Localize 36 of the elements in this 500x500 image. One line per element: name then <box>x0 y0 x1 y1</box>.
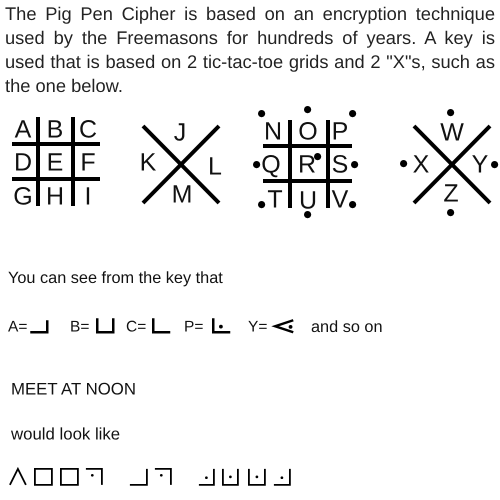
key-letter: T <box>267 188 283 212</box>
key-letter: O <box>298 120 318 144</box>
key-letter: Y <box>472 152 488 178</box>
key-letter: V <box>332 188 348 212</box>
equation-label: Y= <box>248 319 268 335</box>
key-letter: B <box>46 118 64 142</box>
body-text: would look like <box>11 426 120 444</box>
key-letter: S <box>332 152 348 178</box>
key-letter: U <box>298 188 318 214</box>
key-letter: I <box>84 184 92 210</box>
key-letter: C <box>78 118 98 142</box>
key-letter: L <box>208 154 222 180</box>
key-letter: D <box>14 150 32 176</box>
key-letter: H <box>46 184 64 210</box>
key-letter: K <box>140 150 156 176</box>
intro-paragraph: The Pig Pen Cipher is based on an encryption technique used by the Freemasons for hundreds of years. A key is used that is based on 2 tic-tac-toe grids and 2 "X"s, such as the one below. <box>5 2 495 98</box>
key-letter: P <box>332 120 348 144</box>
equation-label: A= <box>8 319 28 335</box>
key-letter: E <box>46 150 64 176</box>
key-letter: A <box>14 118 32 142</box>
key-letter: Z <box>443 182 459 206</box>
key-letter: N <box>264 120 282 144</box>
equation-label: B= <box>70 319 90 335</box>
body-text: and so on <box>311 318 383 336</box>
equation-label: P= <box>184 319 204 335</box>
body-text: You can see from the key that <box>8 270 223 286</box>
key-letter: Q <box>261 152 281 178</box>
key-letter: F <box>80 150 96 176</box>
plaintext-message: MEET AT NOON <box>11 382 136 398</box>
key-letter: X <box>412 152 430 178</box>
key-letter: G <box>13 184 33 210</box>
equation-label: C= <box>126 319 146 335</box>
key-letter: W <box>440 120 464 146</box>
key-letter: R <box>298 152 316 178</box>
key-letter: M <box>172 182 192 208</box>
key-letter: J <box>174 120 186 146</box>
